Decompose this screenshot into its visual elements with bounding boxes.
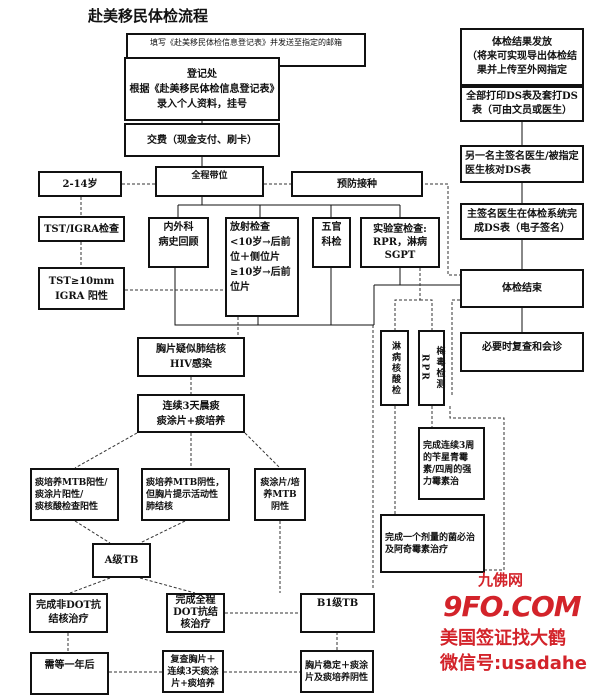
dashed-connector	[451, 299, 460, 395]
radiology-box: 放射检查 <10岁→后前位＋侧位片 ≥10岁→后前位片	[225, 217, 299, 317]
dashed-connector	[74, 432, 281, 469]
dashed-connector	[449, 406, 505, 571]
age-2-14-box: 2-14岁	[38, 171, 122, 197]
cxr-stable-box: 胸片稳定＋痰涂片及痰培养阴性	[300, 650, 374, 693]
penicillin-treatment-box: 完成连续3周的苄星青霉素/四周的强力霉素治	[418, 427, 485, 500]
lab-box: 实验室检查: RPR，淋病 SGPT	[360, 217, 440, 268]
connector	[177, 197, 401, 217]
results-release-box: 体检结果发放 （将来可实现导出体检结果并上传至外网指定	[460, 28, 584, 86]
vaccination-box: 预防接种	[291, 171, 423, 197]
class-b1-tb-box: B1级TB	[300, 593, 375, 633]
dashed-connector	[74, 520, 186, 544]
dashed-connector	[394, 268, 433, 330]
recheck-box: 必要时复查和会诊	[460, 332, 584, 372]
cxr-suspect-box: 胸片疑似肺结核 HIV感染	[137, 337, 245, 377]
single-dose-treatment-box: 完成一个剂量的菌必治及阿奇霉素治疗	[380, 514, 485, 573]
wait-year-box: 需等一年后	[30, 652, 109, 695]
gonorrhea-test-box: 淋病核酸检	[380, 330, 409, 406]
watermark-line2: 微信号:usadahe	[440, 653, 587, 674]
mtb-positive-box: 痰培养MTB阳性/痰涂片阳性/ 痰核酸检查阳性	[30, 468, 119, 521]
tst-positive-box: TST≥10mm IGRA 阳性	[38, 267, 125, 310]
dashed-connector	[69, 577, 196, 594]
tst-igra-box: TST/IGRA检查	[38, 216, 125, 242]
non-dot-box: 完成非DOT抗结核治疗	[29, 593, 108, 633]
watermark-line1: 美国签证找大鹤	[440, 628, 566, 649]
smear-negative-box: 痰涂片/培养MTB阴性	[254, 468, 306, 521]
recheck-cxr-box: 复查胸片＋连续3天痰涂片+痰培养	[162, 650, 224, 693]
watermark-site-cn: 九佛网	[478, 571, 524, 589]
sputum-3days-box: 连续3天晨痰 痰涂片+痰培养	[137, 394, 245, 433]
second-doctor-box: 另一名主签名医生/被指定医生核对DS表	[460, 145, 584, 183]
payment-box: 交费（现金支付、刷卡）	[124, 123, 280, 157]
watermark-site: 9FO.COM	[443, 590, 582, 623]
medical-history-box: 内外科 病史回顾	[148, 217, 209, 268]
print-ds-box: 全部打印DS表及套打DS表（可由文员或医生）	[460, 86, 584, 122]
dashed-connector	[420, 183, 460, 276]
main-doctor-box: 主签名医生在体检系统完成DS表（电子签名）	[460, 203, 584, 240]
escort-box: 全程带位	[155, 166, 264, 197]
full-dot-box: 完成全程DOT抗结核治疗	[166, 593, 225, 633]
exam-end-box: 体检结束	[460, 269, 584, 308]
class-a-tb-box: A级TB	[92, 543, 151, 578]
page-title: 赴美移民体检流程	[88, 7, 209, 25]
registration-box: 登记处 根据《赴美移民体检信息登记表》录入个人资料，挂号	[124, 57, 280, 121]
syphilis-test-box: 梅毒检测RPR	[418, 330, 445, 406]
mtb-negative-active-box: 痰培养MTB阴性，但胸片提示活动性肺结核	[141, 468, 230, 521]
ent-box: 五官 科检	[312, 217, 351, 268]
connector	[174, 268, 460, 326]
